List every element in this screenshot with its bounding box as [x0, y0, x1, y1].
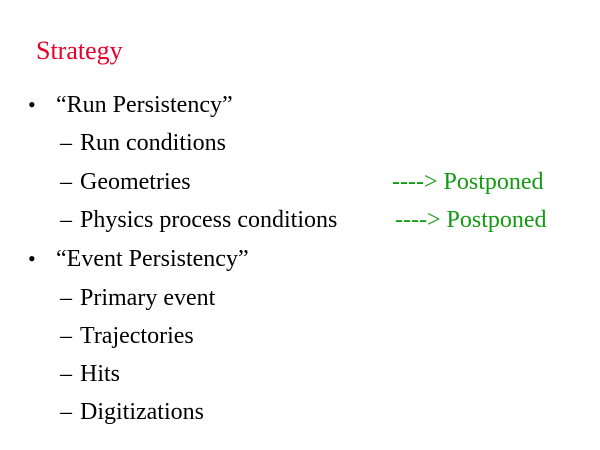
subitem-primary-event: Primary event	[80, 285, 216, 311]
dash-icon: –	[60, 399, 72, 425]
postponed-note: ----> Postponed	[395, 207, 547, 233]
bullet-run-persistency: “Run Persistency”	[56, 92, 233, 118]
subitem-geometries: Geometries	[80, 169, 191, 195]
subitem-physics-process-conditions: Physics process conditions	[80, 207, 338, 233]
subitem-digitizations: Digitizations	[80, 399, 204, 425]
bullet-icon: •	[28, 246, 36, 271]
postponed-note: ----> Postponed	[392, 169, 544, 195]
bullet-event-persistency: “Event Persistency”	[56, 246, 249, 272]
subitem-trajectories: Trajectories	[80, 323, 194, 349]
dash-icon: –	[60, 169, 72, 195]
slide-title: Strategy	[36, 36, 123, 65]
dash-icon: –	[60, 323, 72, 349]
dash-icon: –	[60, 285, 72, 311]
dash-icon: –	[60, 361, 72, 387]
bullet-icon: •	[28, 92, 36, 117]
dash-icon: –	[60, 130, 72, 156]
dash-icon: –	[60, 207, 72, 233]
subitem-run-conditions: Run conditions	[80, 130, 227, 156]
subitem-hits: Hits	[80, 361, 121, 387]
